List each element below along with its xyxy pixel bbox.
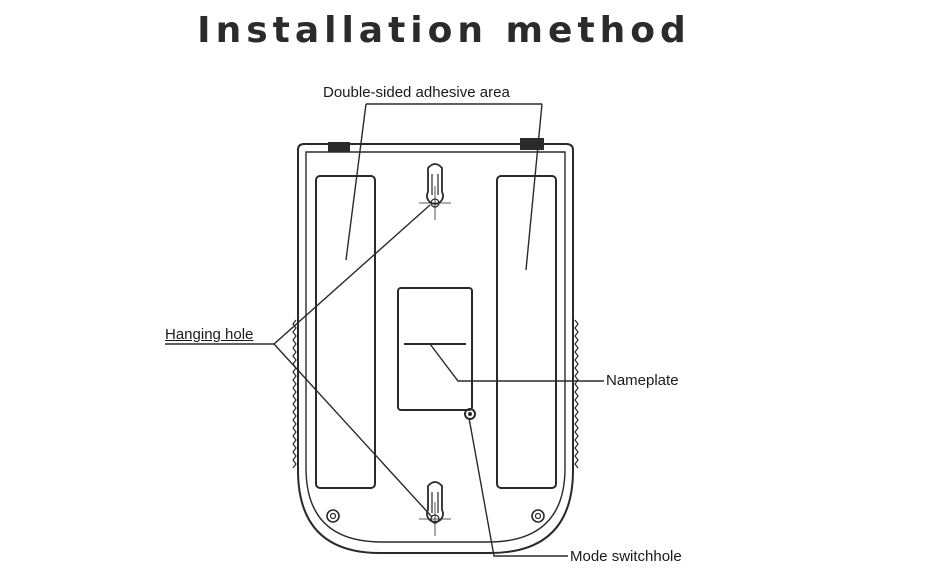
right-grip-ridges (574, 319, 579, 469)
housing-outline (297, 143, 574, 554)
adhesive-strip-left (315, 175, 376, 489)
hanging-hole-top (419, 163, 451, 220)
label-hanging-hole: Hanging hole (165, 326, 254, 343)
hanging-hole-bottom (419, 481, 451, 536)
left-grip-ridges (292, 319, 297, 469)
nameplate-area (397, 287, 473, 411)
top-clip-left (328, 142, 350, 152)
top-clip-right (520, 138, 544, 150)
screw-hole-left (326, 509, 340, 523)
page-title: Installation method (197, 10, 691, 51)
leader-hanging (165, 204, 433, 518)
mode-switch-hole (464, 408, 476, 420)
leader-nameplate (429, 343, 604, 382)
adhesive-strip-right (496, 175, 557, 489)
screw-hole-right (531, 509, 545, 523)
leader-lines (165, 103, 604, 557)
leader-mode-switch (468, 417, 568, 557)
label-mode-switch-hole: Mode switchhole (570, 548, 682, 565)
label-nameplate: Nameplate (606, 372, 679, 389)
leader-adhesive (345, 103, 543, 271)
label-adhesive-area: Double-sided adhesive area (323, 84, 510, 101)
housing-inner-edge (305, 151, 566, 543)
